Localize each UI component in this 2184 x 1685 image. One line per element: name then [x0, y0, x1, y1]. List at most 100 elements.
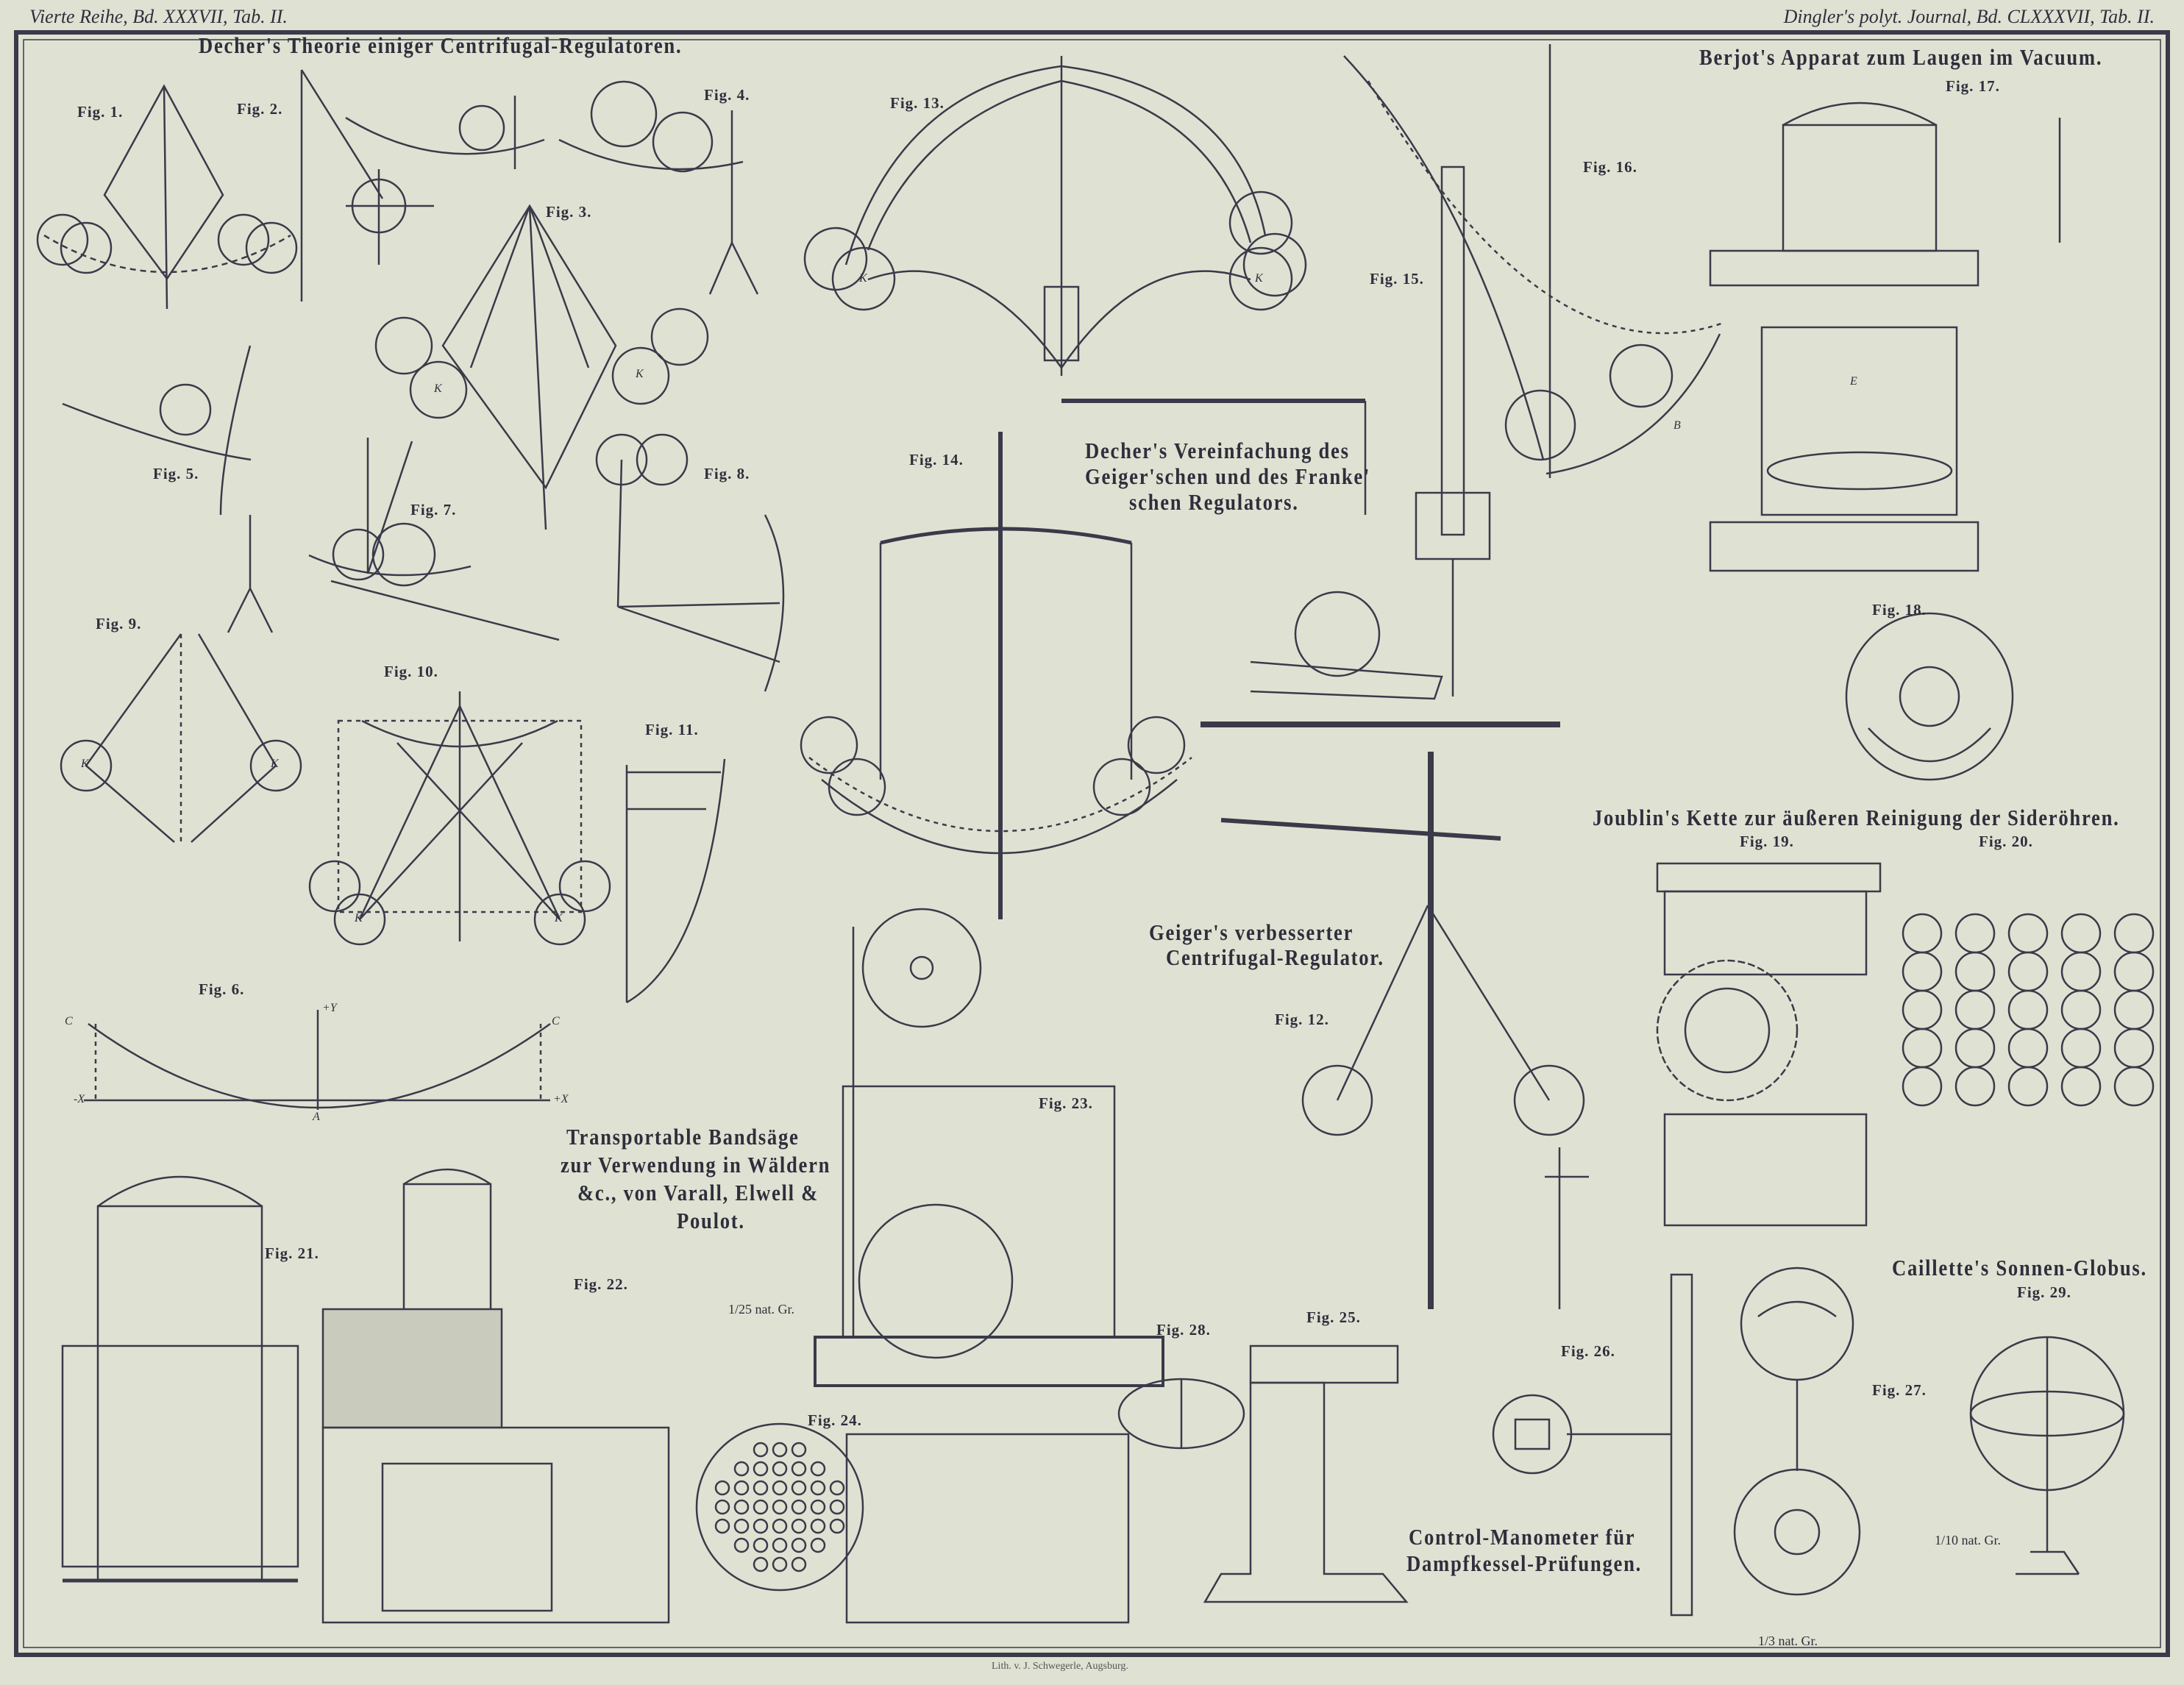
fig21-drawing: [61, 1175, 299, 1583]
letter-x-neg: -X: [74, 1093, 85, 1105]
title-decher-theorie: Decher's Theorie einiger Centrifugal-Reg…: [199, 32, 683, 58]
title-manometer-2: Dampfkessel-Prüfungen.: [1406, 1550, 1643, 1576]
fig6-drawing: [84, 1010, 551, 1110]
grate-hole: [714, 1518, 730, 1534]
fig17-drawing: [1709, 101, 2061, 572]
tube-circle: [2007, 1066, 2049, 1107]
grate-hole: [772, 1537, 788, 1553]
grate-hole: [791, 1480, 807, 1496]
fig-label-12: Fig. 12.: [1275, 1011, 1329, 1028]
fig18-drawing: [1845, 612, 2014, 781]
grate-hole: [753, 1518, 769, 1534]
fig-label-11: Fig. 11.: [645, 721, 699, 738]
fig-label-19: Fig. 19.: [1740, 833, 1794, 850]
grate-hole: [791, 1499, 807, 1515]
fig-label-16: Fig. 16.: [1583, 158, 1637, 176]
tube-circle: [2060, 951, 2102, 992]
grate-hole: [733, 1499, 750, 1515]
grate-hole: [791, 1518, 807, 1534]
grate-hole: [791, 1442, 807, 1458]
fig-label-9: Fig. 9.: [96, 615, 142, 633]
tube-circle: [1954, 1027, 1996, 1069]
fig-label-2: Fig. 2.: [237, 100, 283, 118]
fig23-drawing: [814, 908, 1164, 1387]
letter-k: K: [555, 912, 563, 925]
letter-k: K: [636, 368, 644, 380]
fig1-drawing: [36, 84, 298, 310]
fig28-drawing: [1117, 1378, 1245, 1450]
fig3-drawing: [374, 204, 709, 530]
letter-a: A: [313, 1111, 320, 1123]
fig-label-5: Fig. 5.: [153, 465, 199, 482]
tube-circle: [1954, 951, 1996, 992]
tube-circle: [1954, 1066, 1996, 1107]
grate-hole: [733, 1461, 750, 1477]
grate-hole: [772, 1518, 788, 1534]
tube-circle: [1954, 913, 1996, 954]
grate-hole: [791, 1461, 807, 1477]
fig-label-13: Fig. 13.: [890, 94, 945, 112]
letter-b: B: [1673, 419, 1681, 432]
tube-circle: [2060, 1027, 2102, 1069]
title-bandsaege-1: Transportable Bandsäge: [566, 1124, 800, 1150]
tube-circle: [2007, 913, 2049, 954]
grate-hole: [829, 1518, 845, 1534]
fig16-drawing: [1343, 44, 1722, 478]
grate-hole: [772, 1442, 788, 1458]
scale-note-bandsaege: 1/25 nat. Gr.: [728, 1302, 794, 1317]
scale-note-manometer: 1/3 nat. Gr.: [1758, 1634, 1818, 1648]
fig4-drawing: [558, 80, 759, 295]
title-berjot: Berjot's Apparat zum Laugen im Vacuum.: [1699, 44, 2103, 70]
letter-e: E: [1850, 375, 1857, 388]
title-bandsaege-4: Poulot.: [677, 1208, 745, 1233]
fig20-drawing: [1902, 913, 2155, 1107]
tube-circle: [2113, 1027, 2155, 1069]
fig-label-7: Fig. 7.: [410, 501, 457, 519]
fig-label-8: Fig. 8.: [704, 465, 750, 482]
grate-hole: [772, 1556, 788, 1572]
grate-hole: [810, 1499, 826, 1515]
fig11-drawing: [625, 758, 726, 1004]
grate-hole: [733, 1518, 750, 1534]
fig-label-20: Fig. 20.: [1979, 833, 2033, 850]
fig-label-25: Fig. 25.: [1306, 1308, 1361, 1326]
fig-label-6: Fig. 6.: [199, 980, 245, 998]
letter-k: K: [434, 382, 442, 395]
fig9-drawing: [60, 633, 302, 843]
grate-hole: [753, 1537, 769, 1553]
fig-label-17: Fig. 17.: [1946, 77, 2000, 95]
fig-label-27: Fig. 27.: [1872, 1381, 1927, 1399]
title-decher-vereinfachung-1: Decher's Vereinfachung des: [1085, 438, 1350, 463]
grate-hole: [772, 1499, 788, 1515]
fig25-drawing: [1203, 1344, 1409, 1603]
fig24-drawing: [695, 1422, 1130, 1624]
tube-circle: [2007, 951, 2049, 992]
title-bandsaege-3: &c., von Varall, Elwell &: [577, 1180, 819, 1205]
grate-hole: [829, 1499, 845, 1515]
tube-circle: [2007, 989, 2049, 1030]
title-decher-vereinfachung-2: Geiger'schen und des Franke': [1085, 463, 1371, 489]
letter-x-pos: +X: [553, 1093, 569, 1105]
fig-label-21: Fig. 21.: [265, 1244, 319, 1262]
fig14-drawing: [800, 432, 1192, 919]
fig-label-22: Fig. 22.: [574, 1275, 628, 1293]
fig-label-29: Fig. 29.: [2017, 1283, 2071, 1301]
grate-hole: [753, 1480, 769, 1496]
grate-hole: [810, 1518, 826, 1534]
tube-circle: [2113, 1066, 2155, 1107]
grate-hole: [753, 1442, 769, 1458]
tube-circle: [1902, 1066, 1943, 1107]
fig-label-14: Fig. 14.: [909, 451, 964, 469]
title-geiger-2: Centrifugal-Regulator.: [1166, 944, 1384, 970]
grate-hole: [733, 1537, 750, 1553]
tube-circle: [2113, 913, 2155, 954]
plate-header-left: Vierte Reihe, Bd. XXXVII, Tab. II.: [29, 6, 288, 27]
scale-note-globus: 1/10 nat. Gr.: [1935, 1533, 2001, 1547]
lithographer-credit: Lith. v. J. Schwegerle, Augsburg.: [992, 1661, 1128, 1672]
fig-label-1: Fig. 1.: [77, 103, 124, 121]
plate-border: [14, 30, 2170, 1657]
fig26-drawing: [1492, 1273, 1693, 1617]
fig-label-23: Fig. 23.: [1039, 1094, 1093, 1112]
fig10-drawing: [308, 691, 611, 946]
